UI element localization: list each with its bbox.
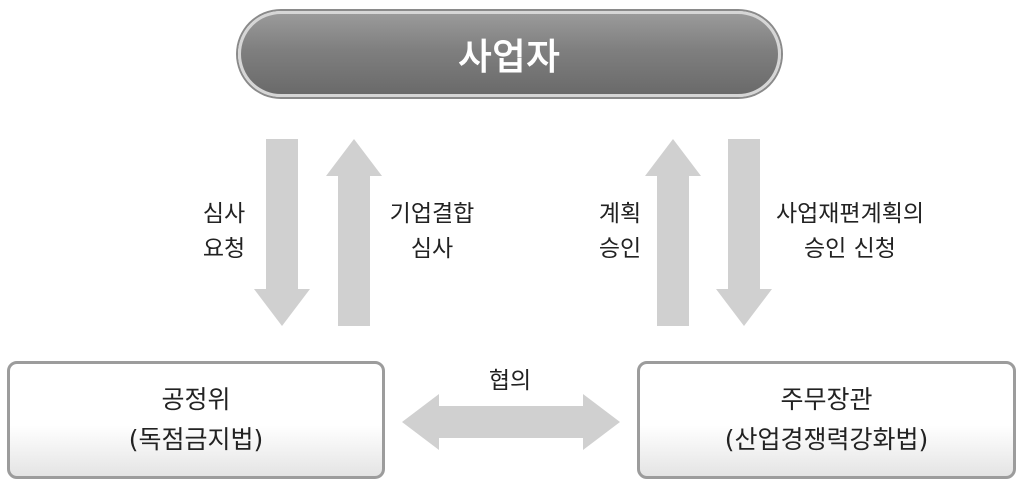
competent-minister-box: 주무장관 (산업경쟁력강화법)	[637, 361, 1016, 479]
fair-trade-commission-law: (독점금지법)	[128, 425, 264, 454]
plan-approval-label: 계획 승인	[580, 197, 660, 267]
consultation-label: 협의	[470, 364, 550, 399]
plan-approval-line2: 승인	[598, 236, 642, 262]
review-request-label: 심사 요청	[184, 197, 264, 267]
restructuring-plan-request-arrow	[716, 139, 772, 326]
merger-review-label: 기업결합 심사	[372, 197, 492, 267]
restructuring-plan-request-label: 사업재편계획의 승인 신청	[760, 197, 940, 267]
plan-approval-line1: 계획	[598, 201, 642, 227]
business-operator-box: 사업자	[238, 11, 781, 97]
review-request-arrow	[254, 139, 310, 326]
review-request-line1: 심사	[202, 201, 246, 227]
competent-minister-title: 주무장관	[780, 385, 873, 414]
merger-review-line1: 기업결합	[389, 201, 475, 227]
business-operator-label: 사업자	[458, 37, 561, 78]
consultation-double-arrow	[402, 394, 620, 450]
restructuring-plan-request-line1: 사업재편계획의	[775, 201, 925, 227]
competent-minister-law: (산업경쟁력강화법)	[724, 425, 929, 454]
merger-review-line2: 심사	[410, 236, 454, 262]
restructuring-plan-request-line2: 승인 신청	[804, 236, 896, 262]
plan-approval-arrow	[645, 139, 701, 326]
consultation-text: 협의	[488, 368, 532, 394]
review-request-line2: 요청	[202, 236, 246, 262]
fair-trade-commission-box: 공정위 (독점금지법)	[7, 361, 385, 479]
fair-trade-commission-title: 공정위	[161, 385, 231, 414]
merger-review-arrow	[326, 139, 382, 326]
